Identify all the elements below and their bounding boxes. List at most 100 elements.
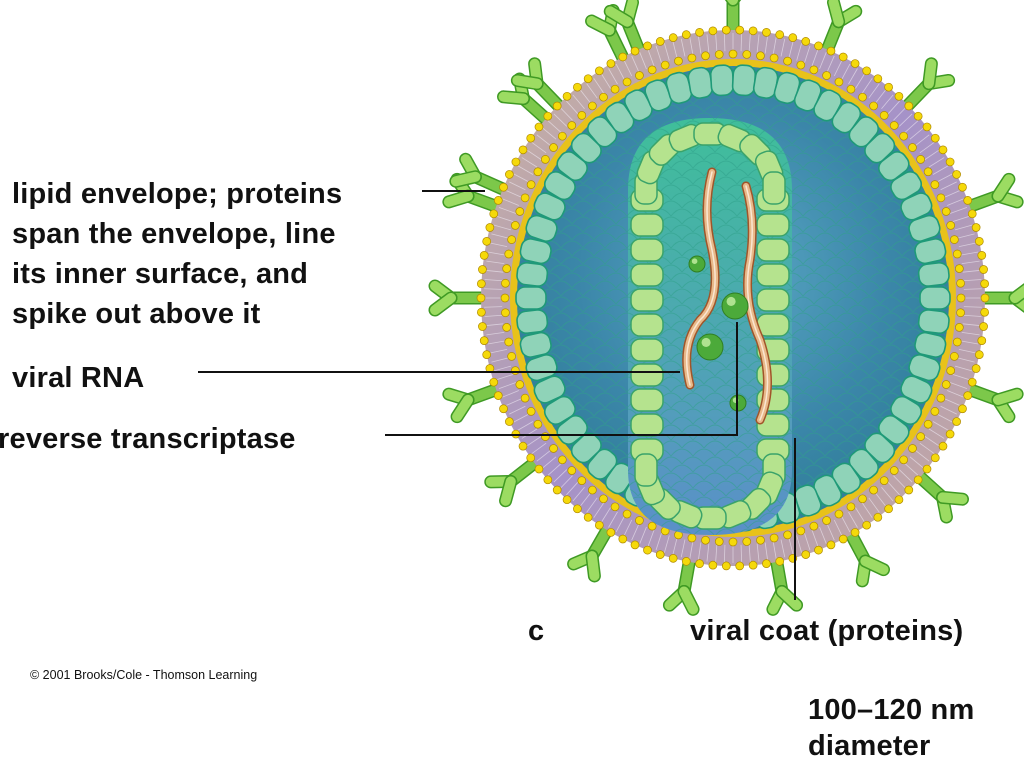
lipid-tail <box>788 40 794 59</box>
lipid-tail <box>647 48 655 67</box>
lipid-tail <box>509 405 526 415</box>
lipid-head-inner <box>714 50 724 59</box>
lipid-head-inner <box>879 476 889 485</box>
lipid-tail <box>826 55 835 73</box>
lipid-head-inner <box>610 502 620 512</box>
lipid-tail <box>608 511 618 528</box>
lipid-tail <box>881 94 894 110</box>
lipid-head-outer <box>695 559 704 568</box>
lipid-head-outer <box>980 293 990 303</box>
lipid-head-outer <box>748 560 758 570</box>
lipid-head-outer <box>643 41 652 51</box>
lipid-head-outer <box>958 182 967 192</box>
lipid-tail <box>848 68 858 85</box>
lipid-head-inner <box>515 207 525 216</box>
lipid-tail <box>579 88 592 104</box>
enzyme-highlight <box>691 258 698 265</box>
core-capsomere <box>630 213 664 237</box>
lipid-head-inner <box>687 53 697 63</box>
core-capsomere <box>630 313 664 337</box>
lipid-tail <box>841 63 851 81</box>
lipid-head-inner <box>510 221 520 230</box>
matrix-capsomere <box>533 192 566 221</box>
matrix-capsomere <box>516 261 549 287</box>
panel-letter: c <box>528 615 545 647</box>
matrix-capsomere <box>533 375 566 404</box>
lipid-tail <box>706 34 710 53</box>
lipid-tail <box>655 45 662 64</box>
lipid-head-inner <box>557 131 567 141</box>
lipid-head-inner <box>504 337 514 347</box>
core-capsomere <box>762 171 786 205</box>
lipid-head-inner <box>502 264 512 273</box>
lipid-tail <box>958 348 977 354</box>
lipid-tail <box>491 233 509 239</box>
lipid-head-outer <box>735 25 745 35</box>
core-capsomere <box>630 338 664 362</box>
lipid-tail <box>484 279 503 282</box>
lipid-head-outer <box>814 545 823 555</box>
lipid-tail <box>566 100 579 115</box>
lipid-head-outer <box>748 26 758 36</box>
lipid-head-inner <box>946 221 956 230</box>
lipid-head-outer <box>543 111 553 121</box>
lipid-head-inner <box>889 466 899 475</box>
lipid-tail <box>593 78 605 94</box>
lipid-head-inner <box>635 516 644 525</box>
lipid-tail <box>928 157 945 168</box>
lipid-tail <box>517 421 534 431</box>
lipid-tail <box>826 523 835 541</box>
lipid-tail <box>954 365 973 372</box>
lipid-tail <box>848 511 858 528</box>
lipid-tail <box>553 469 568 483</box>
lipid-head-outer <box>922 464 932 474</box>
core-capsomere <box>756 313 790 337</box>
lipid-head-outer <box>938 145 948 155</box>
lipid-head-inner <box>701 535 710 545</box>
label-viral-coat: viral coat (proteins) <box>690 615 964 647</box>
lipid-tail <box>963 314 982 317</box>
lipid-head-inner <box>908 444 917 453</box>
lipid-head-outer <box>493 196 503 205</box>
lipid-tail <box>485 323 504 327</box>
lipid-head-inner <box>541 155 550 164</box>
lipid-head-outer <box>930 453 940 463</box>
lipid-head-outer <box>977 251 987 260</box>
label-size-value: 100–120 nm <box>808 694 975 726</box>
lipid-tail <box>868 83 880 99</box>
lipid-head-inner <box>647 521 657 531</box>
spike-arm <box>1010 285 1024 303</box>
lipid-tail <box>498 382 517 390</box>
lipid-tail <box>940 405 957 415</box>
lipid-tail <box>572 94 585 110</box>
lipid-tail <box>615 515 625 533</box>
lipid-head-outer <box>721 561 731 571</box>
lipid-tail <box>486 331 505 336</box>
lipid-tail <box>947 390 965 398</box>
lipid-head-outer <box>479 336 489 345</box>
lipid-tail <box>874 492 887 508</box>
lipid-head-inner <box>954 323 964 332</box>
lipid-tail <box>756 543 760 562</box>
lipid-tail <box>723 33 726 52</box>
lipid-tail <box>541 127 557 140</box>
lipid-tail <box>928 428 945 439</box>
lipid-head-outer <box>552 101 562 111</box>
lipid-head-inner <box>834 77 844 87</box>
lipid-tail <box>509 181 526 191</box>
lipid-tail <box>697 542 702 561</box>
matrix-capsomere <box>908 353 941 382</box>
spike-arm <box>450 171 481 187</box>
lipid-head-inner <box>858 494 867 504</box>
lipid-head-inner <box>769 533 779 543</box>
lipid-head-outer <box>971 364 981 373</box>
lipid-head-outer <box>476 293 486 303</box>
lipid-head-inner <box>622 77 632 87</box>
lipid-head-outer <box>493 391 503 400</box>
lipid-tail <box>924 149 940 161</box>
spike-arm <box>430 293 456 315</box>
lipid-head-inner <box>879 111 889 120</box>
lipid-head-outer <box>489 377 499 387</box>
lipid-tail <box>740 33 743 52</box>
lipid-head-outer <box>971 223 981 232</box>
